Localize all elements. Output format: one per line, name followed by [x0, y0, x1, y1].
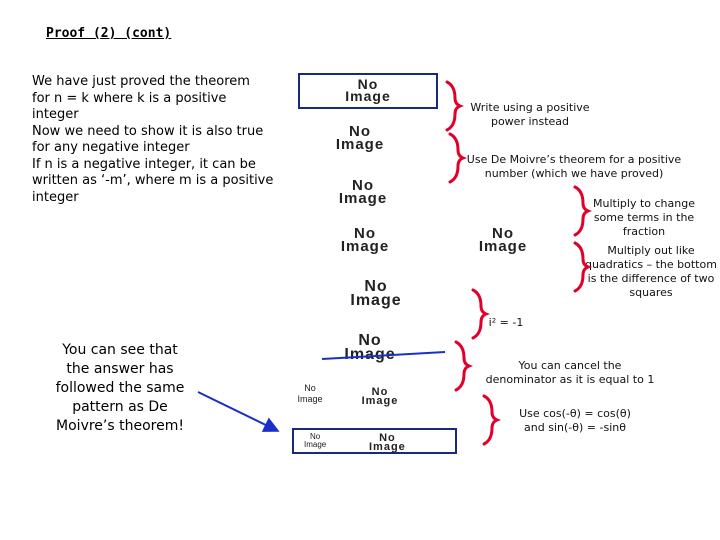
underline-mark	[321, 351, 446, 360]
brace	[573, 185, 593, 237]
conclusion-text: You can see that the answer has followed…	[40, 341, 200, 436]
conclusion-line: followed the same	[55, 380, 185, 396]
intro-line: for any negative integer	[32, 140, 190, 155]
brace	[482, 394, 502, 446]
conclusion-line: the answer has	[66, 361, 174, 377]
intro-line: integer	[32, 189, 79, 205]
conclusion-line: Moivre’s theorem!	[56, 418, 184, 434]
brace	[454, 340, 474, 392]
step-note: Use cos(-θ) = cos(θ)and sin(-θ) = -sinθ	[519, 407, 631, 434]
intro-line: integer	[32, 107, 79, 122]
intro-line: written as ‘-m’, where m is a positive	[32, 173, 274, 188]
brace	[448, 132, 468, 184]
intro-text: We have just proved the theorem for n = …	[32, 74, 277, 206]
intro-line: We have just proved the theorem	[32, 74, 250, 89]
brace	[471, 288, 491, 340]
brace	[445, 80, 465, 132]
brace	[573, 241, 593, 293]
slide-title: Proof (2) (cont)	[46, 26, 172, 41]
arrow	[197, 391, 280, 432]
step-note: i² = -1	[488, 316, 524, 329]
intro-line: Now we need to show it is also true	[32, 123, 264, 139]
conclusion-line: You can see that	[62, 342, 178, 358]
intro-line: for n = k where k is a positive	[32, 90, 227, 106]
conclusion-line: pattern as De	[72, 399, 168, 415]
intro-line: If n is a negative integer, it can be	[32, 156, 256, 172]
